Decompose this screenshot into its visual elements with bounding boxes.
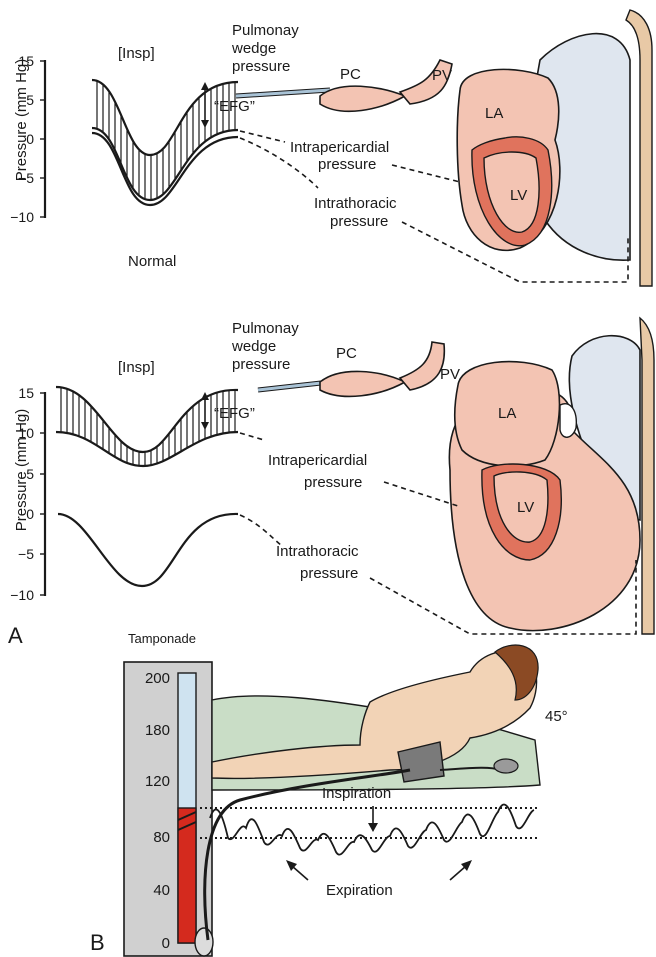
manometer-tick: 120 [145, 773, 170, 790]
la-label: LA [498, 405, 516, 422]
manometer-tick: 0 [162, 935, 170, 952]
pwp-label-line1: Pulmonay [232, 22, 299, 39]
efg-label: “EFG” [214, 98, 255, 115]
y-tick-label: −5 [18, 170, 34, 186]
panel-a-tamponade: Pressure (mm Hg) 15 10 5 0 −5 −10 [Insp]… [8, 318, 654, 648]
caption-normal: Normal [128, 253, 176, 270]
heart-diagram-normal: PV LA LV [432, 10, 652, 286]
intrapericardial-label-line1: Intrapericardial [268, 452, 367, 469]
intrathoracic-curve [58, 514, 238, 586]
expiration-label: Expiration [326, 882, 393, 899]
y-tick-label: 5 [26, 466, 34, 482]
pulmonary-vein [400, 342, 444, 390]
pwp-label-line3: pressure [232, 58, 290, 75]
pulmonary-capillary [320, 371, 405, 396]
panel-letter-b: B [90, 930, 105, 955]
y-tick-label: 15 [18, 385, 34, 401]
manometer-tick: 180 [145, 722, 170, 739]
y-tick-label: 5 [26, 92, 34, 108]
y-tick-label: 10 [18, 425, 34, 441]
caption-tamponade: Tamponade [128, 631, 196, 646]
intrathoracic-label-line2: pressure [330, 213, 388, 230]
y-axis-label: Pressure (mm Hg) [13, 59, 30, 182]
panel-a-normal: Pressure (mm Hg) 15 5 0 −5 −10 [Insp] “E… [10, 10, 652, 286]
intrathoracic-label-line1: Intrathoracic [314, 195, 397, 212]
lv-label: LV [517, 499, 534, 516]
pc-label: PC [336, 345, 357, 362]
y-tick-label: −10 [10, 209, 34, 225]
y-tick-label: 0 [26, 131, 34, 147]
y-tick-label: −5 [18, 546, 34, 562]
pc-label: PC [340, 66, 361, 83]
inspiration-arrow [368, 806, 378, 832]
chest-wall [640, 318, 654, 634]
intrapericardial-label-line1: Intrapericardial [290, 139, 389, 156]
pwp-label-line2: wedge [231, 338, 276, 355]
manometer-tick: 40 [153, 882, 170, 899]
insp-label: [Insp] [118, 359, 155, 376]
inflation-bulb [494, 759, 518, 773]
pwp-label-line1: Pulmonay [232, 320, 299, 337]
intrapericardial-label-line2: pressure [304, 474, 362, 491]
expiration-arrow-left [286, 860, 308, 880]
manometer-tick: 80 [153, 829, 170, 846]
y-tick-label: 15 [18, 53, 34, 69]
efg-label: “EFG” [214, 405, 255, 422]
manometer-bulb-reservoir [195, 928, 213, 956]
intrathoracic-label-line1: Intrathoracic [276, 543, 359, 560]
y-tick-label: −10 [10, 587, 34, 603]
intrathoracic-label-line2: pressure [300, 565, 358, 582]
heart-diagram-tamponade: PV LA LV [440, 318, 654, 634]
panel-letter-a: A [8, 623, 23, 648]
lv-label: LV [510, 187, 527, 204]
manometer-housing [124, 662, 212, 956]
pv-label: PV [440, 366, 460, 383]
la-label: LA [485, 105, 503, 122]
inspiration-label: Inspiration [322, 785, 391, 802]
pv-label: PV [432, 67, 452, 84]
pwp-label-line2: wedge [231, 40, 276, 57]
pwp-label-line3: pressure [232, 356, 290, 373]
panel-b: B 200 180 120 80 40 0 45° Inspiration [90, 645, 568, 956]
insp-label: [Insp] [118, 45, 155, 62]
expiration-arrow-right [450, 860, 472, 880]
manometer-tick: 200 [145, 670, 170, 687]
pulmonary-capillary [320, 86, 405, 111]
intrapericardial-label-line2: pressure [318, 156, 376, 173]
angle-label: 45° [545, 708, 568, 725]
y-tick-label: 0 [26, 506, 34, 522]
